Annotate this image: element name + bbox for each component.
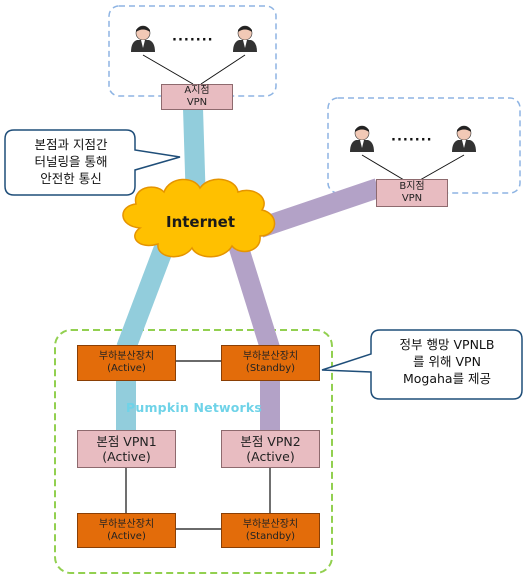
users-ellipsis-a: ·······	[172, 33, 214, 48]
branch-a-vpn[interactable]: A지점 VPN	[161, 84, 233, 110]
branch-b-vpn-sub: VPN	[401, 193, 423, 204]
lb-bottom-left[interactable]: 부하분산장치 (Active)	[77, 513, 176, 548]
callout-right-line: 를 위해 VPN	[413, 353, 481, 369]
lb-title: 부하분산장치	[242, 351, 299, 362]
branch-b-vpn-title: B지점	[399, 181, 425, 192]
callout-right-bubble	[321, 329, 523, 400]
link-internet-lb-active	[116, 241, 175, 352]
vpn-status: (Active)	[102, 449, 151, 464]
link-user-a2	[200, 54, 246, 85]
internet-label: Internet	[166, 213, 236, 231]
hq-group-label: Pumpkin Networks	[126, 400, 263, 415]
branch-a-vpn-sub: VPN	[186, 97, 208, 108]
user-icon	[350, 125, 374, 152]
callout-left-line: 안전한 통신	[40, 170, 102, 186]
hq-vpn2[interactable]: 본점 VPN2 (Active)	[221, 430, 320, 468]
lb-title: 부하분산장치	[98, 518, 155, 530]
lb-top-left[interactable]: 부하분산장치 (Active)	[77, 345, 176, 381]
user-icon	[452, 125, 476, 152]
lb-status: (Active)	[107, 530, 146, 542]
lb-status: (Standby)	[245, 363, 296, 374]
callout-left-line: 본점과 지점간	[34, 137, 108, 152]
lb-title: 부하분산장치	[242, 518, 299, 530]
callout-right-line: Mogaha를 제공	[402, 370, 492, 386]
users-ellipsis-b: ·······	[391, 133, 433, 148]
branch-a-vpn-title: A지점	[184, 85, 210, 96]
user-icon	[131, 25, 155, 52]
link-user-b1	[361, 154, 405, 181]
lb-title: 부하분산장치	[98, 351, 155, 362]
vpn-title: 본점 VPN1	[96, 434, 157, 449]
vpn-title: 본점 VPN2	[240, 434, 301, 449]
link-internet-lb-standby	[228, 242, 280, 351]
lb-top-right[interactable]: 부하분산장치 (Standby)	[221, 345, 320, 381]
callout-right-text: 정부 행망 VPNLB 를 위해 VPN Mogaha를 제공	[375, 337, 519, 388]
callout-left-bubble	[4, 129, 181, 196]
link-user-a1	[142, 54, 194, 85]
vpn-status: (Active)	[246, 449, 295, 464]
link-internet-branch-b	[256, 178, 382, 238]
lb-status: (Standby)	[245, 530, 296, 542]
lb-bottom-right[interactable]: 부하분산장치 (Standby)	[221, 513, 320, 548]
branch-b-vpn[interactable]: B지점 VPN	[376, 179, 448, 207]
callout-left-line: 터널링을 통해	[34, 153, 108, 169]
cloud-icon	[122, 178, 276, 258]
hq-vpn1[interactable]: 본점 VPN1 (Active)	[77, 430, 176, 468]
user-icon	[233, 25, 257, 52]
lb-status: (Active)	[107, 363, 146, 374]
callout-left-text: 본점과 지점간 터널링을 통해 안전한 통신	[12, 137, 130, 188]
callout-right-line: 정부 행망 VPNLB	[399, 337, 495, 352]
hq-group-border	[54, 329, 333, 574]
link-user-b2	[419, 154, 465, 181]
